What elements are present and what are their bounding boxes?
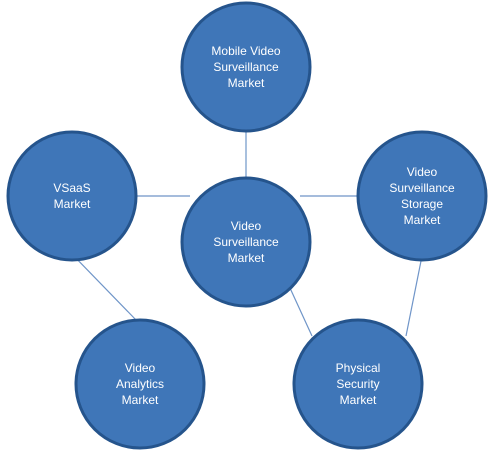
label-line: Physical bbox=[335, 361, 381, 375]
label-line: Market bbox=[227, 251, 265, 265]
connector-center-physical bbox=[289, 287, 313, 337]
label-line: Storage bbox=[400, 197, 444, 211]
label-line: Analytics bbox=[115, 377, 165, 391]
node-analytics-market bbox=[74, 318, 206, 450]
label-video-surveillance-storage-market: Video Surveillance Storage Market bbox=[358, 132, 486, 260]
label-line: Video bbox=[406, 165, 438, 179]
label-video-surveillance-market: Video Surveillance Market bbox=[182, 178, 310, 306]
node-video-surveillance-market bbox=[180, 176, 312, 308]
label-video-analytics-market: Video Analytics Market bbox=[76, 320, 204, 448]
node-physical-security-market bbox=[292, 318, 424, 450]
label-line: Surveillance bbox=[213, 60, 279, 74]
label-line: Video bbox=[124, 361, 156, 375]
label-line: VSaaS bbox=[53, 181, 91, 195]
node-video-surveillance-storage-market bbox=[356, 130, 488, 262]
label-line: Surveillance bbox=[389, 181, 455, 195]
label-line: Market bbox=[403, 213, 441, 227]
connector-storage-physical bbox=[405, 255, 423, 337]
label-line: Market bbox=[121, 393, 159, 407]
label-mobile-video-surveillance-market: Mobile Video Surveillance Market bbox=[182, 3, 310, 131]
label-line: Security bbox=[336, 377, 380, 391]
node-vsaas-market bbox=[6, 130, 138, 262]
label-vsaas-market: VSaaS Market bbox=[8, 132, 136, 260]
label-line: Surveillance bbox=[213, 235, 279, 249]
node-mobile-video-surveillance-market bbox=[180, 1, 312, 133]
label-line: Market bbox=[339, 393, 377, 407]
connector-vsaas-analytics bbox=[69, 251, 139, 323]
label-line: Mobile Video bbox=[211, 44, 281, 58]
label-physical-security-market: Physical Security Market bbox=[294, 320, 422, 448]
label-line: Market bbox=[227, 76, 265, 90]
label-line: Video bbox=[230, 219, 262, 233]
label-line: Market bbox=[53, 197, 91, 211]
